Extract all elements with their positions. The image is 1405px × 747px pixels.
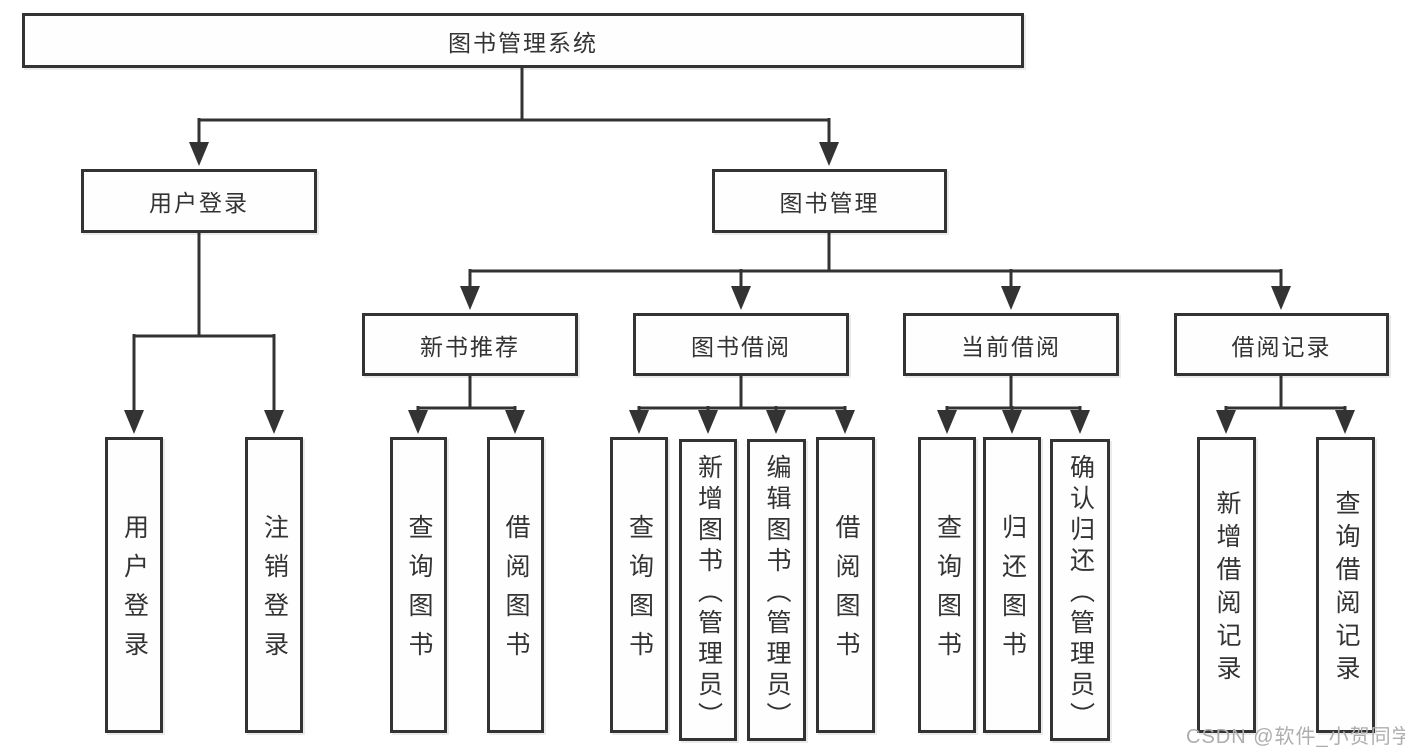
node-current-borrow-label: 当前借阅 (961, 333, 1061, 360)
leaf-query-books-3: 查询图书 (918, 437, 976, 733)
leaf-return-book-label: 归还图书 (998, 514, 1027, 670)
leaf-logout: 注销登录 (245, 437, 303, 733)
watermark: CSDN @软件_小贺同学 (1186, 726, 1405, 747)
leaf-add-book-admin: 新增图书（管理员） (679, 439, 737, 741)
node-book-management-label: 图书管理 (779, 190, 880, 216)
leaf-borrow-books-1-label: 借阅图书 (502, 514, 530, 670)
node-borrow-records: 借阅记录 (1174, 313, 1389, 376)
leaf-return-book: 归还图书 (983, 437, 1041, 733)
leaf-borrow-books-2: 借阅图书 (816, 437, 875, 733)
node-borrow-records-label: 借阅记录 (1231, 333, 1332, 360)
leaf-user-login-label: 用户登录 (120, 514, 149, 670)
leaf-query-borrow-record-label: 查询借阅记录 (1332, 490, 1360, 688)
leaf-query-books-2: 查询图书 (610, 437, 668, 733)
node-book-borrow-label: 图书借阅 (691, 333, 791, 360)
leaf-add-book-admin-label: 新增图书（管理员） (694, 453, 723, 733)
leaf-query-books-2-label: 查询图书 (625, 514, 654, 670)
node-new-book-recommend-label: 新书推荐 (420, 333, 520, 360)
node-root-label: 图书管理系统 (448, 29, 598, 56)
node-user-login: 用户登录 (81, 169, 317, 233)
leaf-query-books-1-label: 查询图书 (405, 514, 433, 670)
leaf-add-borrow-record: 新增借阅记录 (1197, 437, 1256, 733)
leaf-add-borrow-record-label: 新增借阅记录 (1213, 490, 1241, 688)
leaf-borrow-books-2-label: 借阅图书 (832, 514, 860, 670)
leaf-logout-label: 注销登录 (260, 514, 289, 670)
node-new-book-recommend: 新书推荐 (362, 313, 578, 376)
node-book-management: 图书管理 (712, 169, 947, 233)
node-current-borrow: 当前借阅 (903, 313, 1119, 376)
leaf-user-login: 用户登录 (105, 437, 163, 733)
leaf-confirm-return-admin-label: 确认归还（管理员） (1066, 453, 1095, 733)
leaf-borrow-books-1: 借阅图书 (487, 437, 544, 733)
leaf-edit-book-admin-label: 编辑图书（管理员） (763, 453, 791, 733)
node-book-borrow: 图书借阅 (633, 313, 849, 376)
node-root: 图书管理系统 (22, 13, 1024, 68)
leaf-query-books-3-label: 查询图书 (933, 514, 962, 670)
leaf-confirm-return-admin: 确认归还（管理员） (1050, 439, 1110, 741)
leaf-edit-book-admin: 编辑图书（管理员） (747, 439, 806, 741)
node-user-login-label: 用户登录 (149, 190, 249, 216)
leaf-query-borrow-record: 查询借阅记录 (1316, 437, 1375, 733)
leaf-query-books-1: 查询图书 (390, 437, 447, 733)
